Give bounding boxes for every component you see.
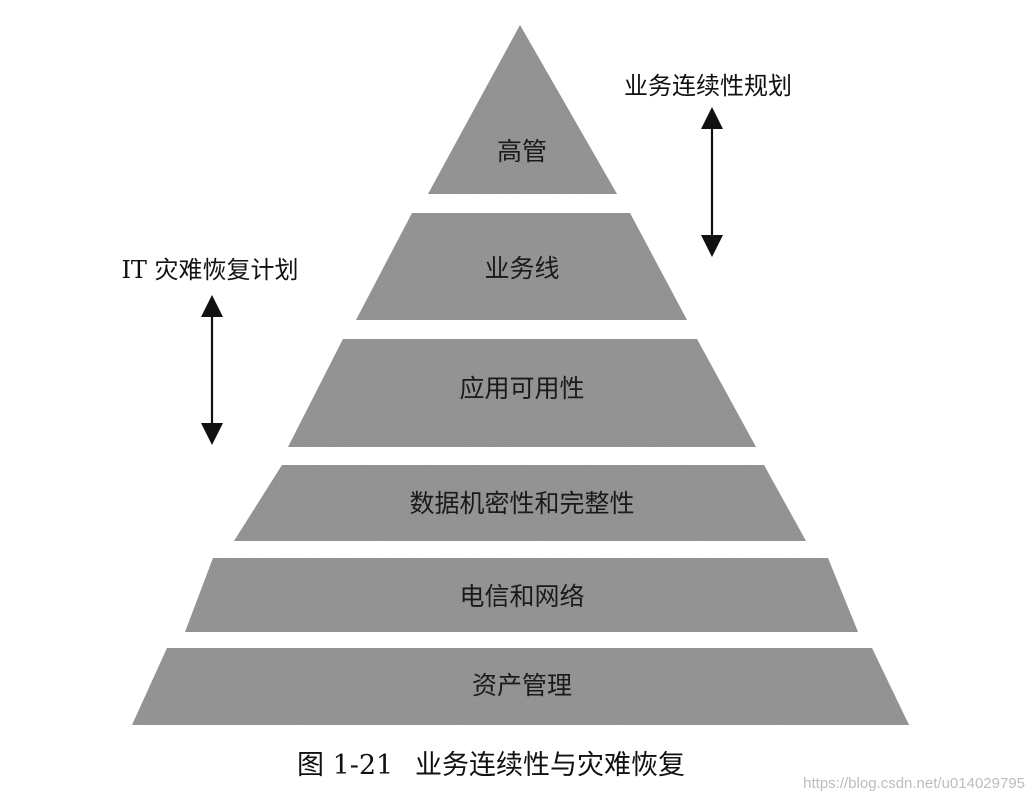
layer-telecom-network: [185, 558, 858, 632]
business-continuity-annotation: 业务连续性规划: [624, 72, 792, 257]
layer-asset-management: [132, 648, 909, 725]
it-disaster-recovery-label: IT 灾难恢复计划: [121, 256, 298, 284]
figure-number: 图 1-21: [297, 750, 393, 781]
pyramid-labels: 高管 业务线 应用可用性 数据机密性和完整性 电信和网络 资产管理: [409, 137, 634, 700]
layer-application-availability: [288, 339, 756, 447]
pyramid-layers: [132, 25, 909, 725]
layer-data-confidentiality-integrity: [234, 465, 806, 541]
layer-business-lines: [356, 213, 687, 320]
layer-label-executives: 高管: [497, 137, 547, 166]
layer-label-application-availability: 应用可用性: [459, 374, 584, 403]
business-continuity-label: 业务连续性规划: [624, 72, 792, 100]
layer-label-asset-management: 资产管理: [472, 671, 572, 700]
figure-caption: 图 1-21 业务连续性与灾难恢复: [297, 750, 685, 781]
watermark: https://blog.csdn.net/u014029795: [803, 775, 1025, 792]
figure-title: 业务连续性与灾难恢复: [415, 750, 685, 781]
layer-label-telecom-network: 电信和网络: [459, 582, 584, 611]
layer-executives: [428, 25, 617, 194]
it-disaster-recovery-annotation: IT 灾难恢复计划: [121, 256, 299, 445]
layer-label-data-confidentiality-integrity: 数据机密性和完整性: [409, 489, 634, 518]
layer-label-business-lines: 业务线: [484, 254, 559, 283]
